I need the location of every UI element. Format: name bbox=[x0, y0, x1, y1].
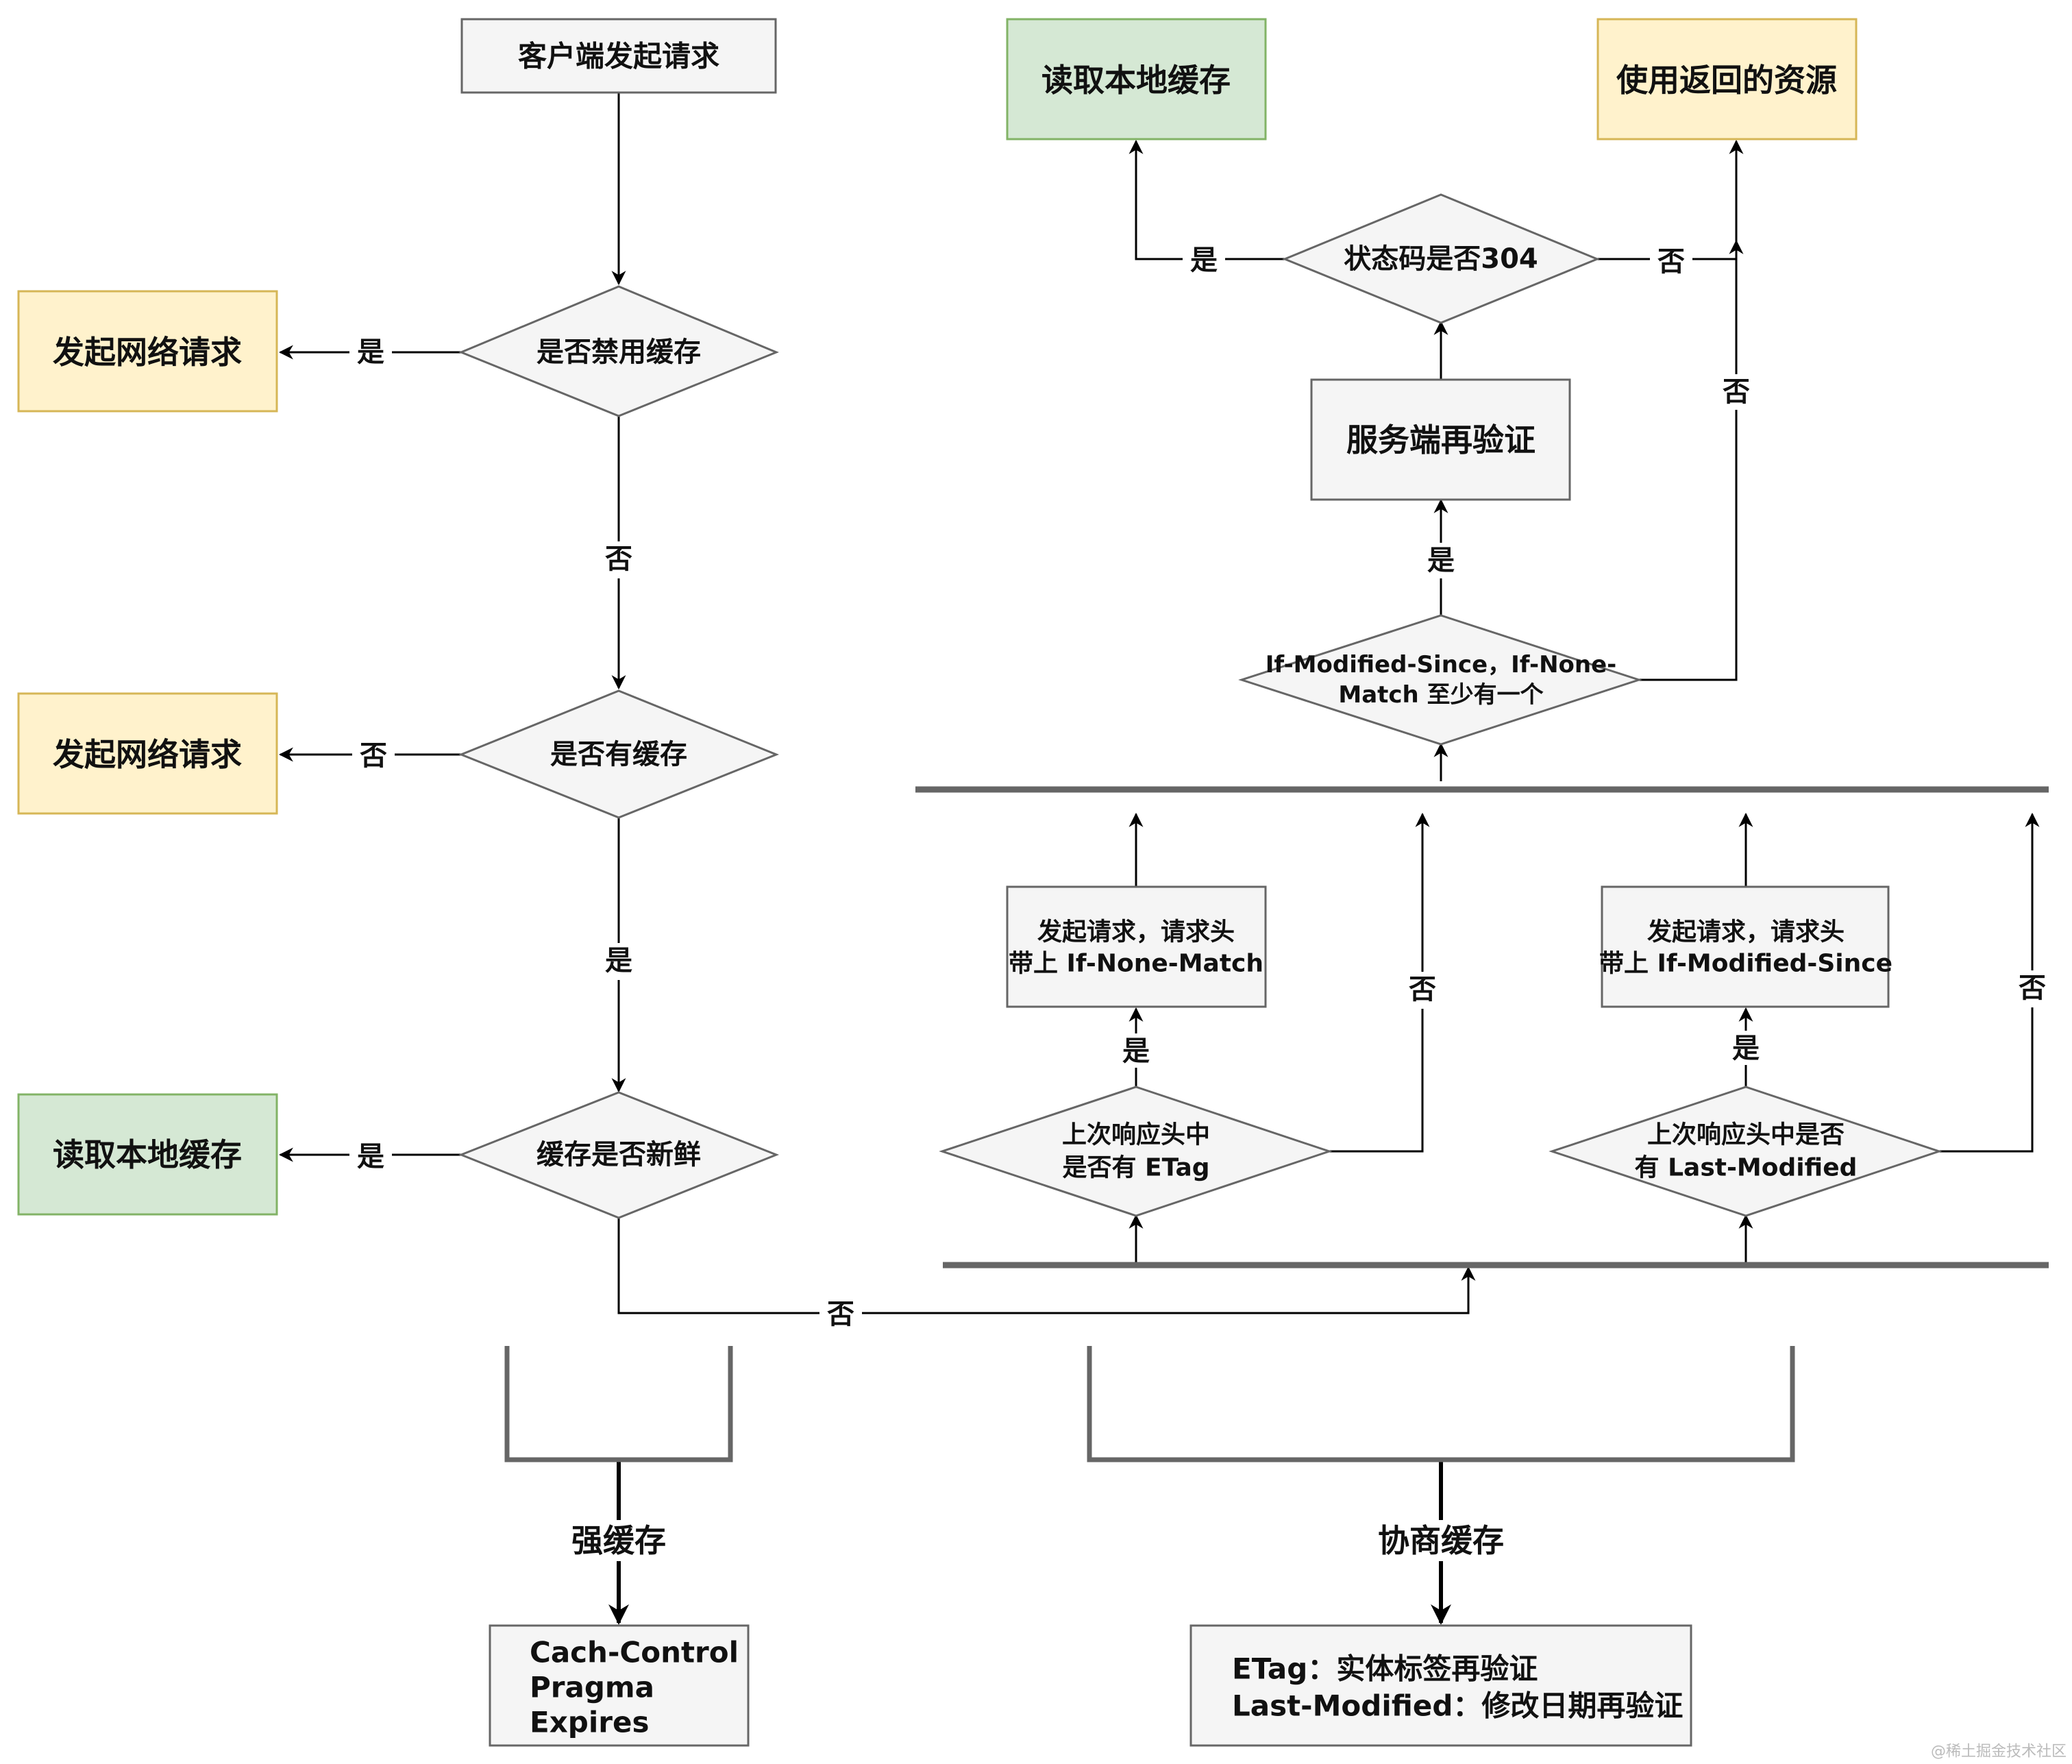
label-fresh-no: 否 bbox=[827, 1299, 854, 1330]
label-lastmod-yes: 是 bbox=[1732, 1033, 1760, 1064]
network-request-label-1: 发起网络请求 bbox=[53, 334, 242, 371]
nodes: 客户端发起请求 是否禁用缓存 发起网络请求 是否有缓存 发起网络请求 缓存是否新… bbox=[17, 18, 1943, 1747]
network-request-label-2: 发起网络请求 bbox=[53, 736, 242, 773]
strong-cache-bracket bbox=[504, 1346, 733, 1462]
has-cache-label: 是否有缓存 bbox=[550, 739, 687, 770]
status-304-label: 状态码是否304 bbox=[1344, 243, 1538, 275]
edge-status-no bbox=[1597, 139, 1744, 260]
request-if-none-match-line1: 发起请求，请求头 bbox=[1037, 918, 1235, 946]
has-last-modified-line1: 上次响应头中是否 bbox=[1647, 1121, 1845, 1149]
server-revalidate-box bbox=[1310, 378, 1571, 501]
edge-fresh-no-to-negotiate bbox=[617, 1218, 1476, 1314]
label-hascache-no: 否 bbox=[360, 740, 387, 772]
request-if-modified-since-box bbox=[1601, 885, 1890, 1008]
request-if-none-match-box bbox=[1006, 885, 1267, 1008]
read-local-cache-box-left bbox=[17, 1093, 278, 1216]
has-last-modified-line2: 有 Last-Modified bbox=[1635, 1154, 1858, 1182]
strong-cache-item-1: Cach-Control bbox=[530, 1636, 739, 1669]
connectors bbox=[278, 93, 2040, 1625]
read-local-cache-label-left: 读取本地缓存 bbox=[53, 1136, 242, 1173]
request-if-none-match-line2: 带上 If-None-Match bbox=[1009, 950, 1263, 978]
request-if-modified-since-line2: 带上 If-Modified-Since bbox=[1599, 950, 1892, 978]
has-last-modified-diamond bbox=[1549, 1086, 1943, 1217]
negotiated-cache-item-1: ETag：实体标签再验证 bbox=[1232, 1652, 1538, 1686]
edge-etag-no bbox=[1329, 812, 1430, 1153]
request-if-modified-since-line1: 发起请求，请求头 bbox=[1647, 918, 1845, 946]
strong-cache-items-box bbox=[489, 1624, 750, 1747]
read-local-cache-label-top: 读取本地缓存 bbox=[1041, 62, 1231, 99]
label-fresh-yes: 是 bbox=[357, 1141, 384, 1173]
label-hascache-yes: 是 bbox=[605, 945, 632, 977]
if-headers-label-line1: If-Modified-Since，If-None- bbox=[1266, 651, 1617, 678]
cache-fresh-label: 缓存是否新鲜 bbox=[536, 1139, 701, 1171]
use-returned-resource-box bbox=[1596, 18, 1858, 140]
has-etag-line1: 上次响应头中 bbox=[1062, 1121, 1210, 1149]
use-returned-resource-label: 使用返回的资源 bbox=[1616, 62, 1837, 99]
client-request-box bbox=[460, 18, 777, 94]
if-headers-diamond bbox=[1238, 614, 1642, 746]
label-status-no: 否 bbox=[1657, 246, 1685, 278]
label-ifheaders-no: 否 bbox=[1723, 376, 1750, 408]
label-lastmod-no: 否 bbox=[2019, 972, 2046, 1004]
client-request-label: 客户端发起请求 bbox=[518, 40, 719, 73]
edge-ifheaders-no bbox=[1639, 239, 1744, 681]
negotiated-cache-group-label: 协商缓存 bbox=[1378, 1522, 1504, 1559]
negotiated-cache-bracket bbox=[1087, 1346, 1795, 1462]
label-etag-yes: 是 bbox=[1122, 1036, 1150, 1067]
edge-labels: 是 否 否 是 是 否 是 否 否 是 是 否 是 否 bbox=[349, 243, 2054, 1331]
watermark-text: @稀土掘金技术社区 bbox=[1931, 1743, 2067, 1761]
edge-lastmod-no bbox=[1939, 812, 2040, 1153]
strong-cache-item-2: Pragma bbox=[530, 1671, 654, 1704]
edge-status-yes bbox=[1128, 139, 1285, 260]
if-headers-label-line2: Match 至少有一个 bbox=[1338, 681, 1543, 709]
disable-cache-diamond bbox=[458, 285, 779, 417]
cache-fresh-diamond bbox=[458, 1091, 780, 1219]
read-local-cache-box-top bbox=[1006, 18, 1267, 140]
network-request-box-2 bbox=[17, 692, 278, 815]
label-etag-no: 否 bbox=[1409, 974, 1436, 1005]
label-disable-no: 否 bbox=[605, 543, 632, 575]
has-etag-line2: 是否有 ETag bbox=[1062, 1154, 1209, 1182]
server-revalidate-label: 服务端再验证 bbox=[1346, 421, 1536, 458]
negotiated-cache-item-2: Last-Modified：修改日期再验证 bbox=[1232, 1689, 1683, 1723]
strong-cache-group-label: 强缓存 bbox=[571, 1522, 666, 1559]
disable-cache-label: 是否禁用缓存 bbox=[536, 336, 701, 368]
strong-cache-item-3: Expires bbox=[530, 1706, 649, 1739]
status-304-diamond bbox=[1282, 193, 1600, 324]
has-cache-diamond bbox=[458, 689, 780, 819]
has-etag-diamond bbox=[939, 1086, 1333, 1217]
label-ifheaders-yes: 是 bbox=[1427, 545, 1455, 576]
label-disable-yes: 是 bbox=[357, 336, 384, 368]
network-request-box-1 bbox=[17, 290, 278, 413]
negotiated-cache-items-box bbox=[1189, 1624, 1692, 1747]
label-status-yes: 是 bbox=[1190, 245, 1218, 276]
